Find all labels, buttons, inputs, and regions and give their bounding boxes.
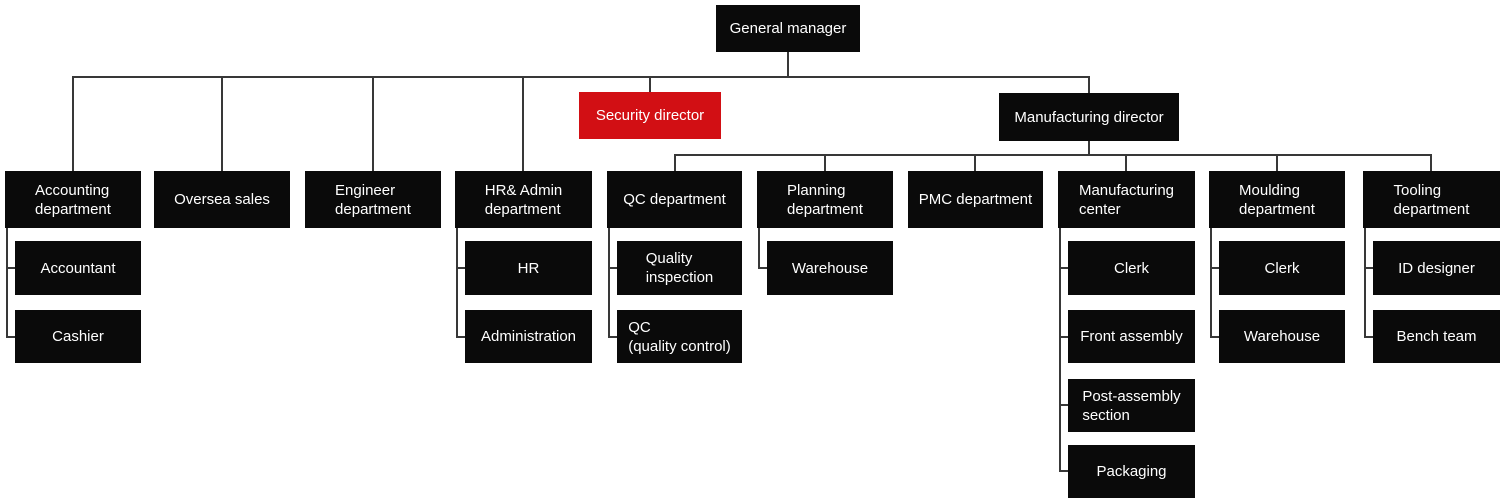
connector-manufacturing-center-stub-2	[1059, 336, 1068, 338]
node-front-assembly-label: Front assembly	[1080, 328, 1183, 345]
connector-drop-security-director	[649, 76, 651, 92]
node-administration: Administration	[465, 310, 592, 363]
node-manufacturing-center-label: Manufacturing center	[1078, 181, 1175, 218]
connector-drop-qc	[674, 154, 676, 171]
node-manufacturing-clerk: Clerk	[1068, 241, 1195, 295]
node-cashier-label: Cashier	[52, 328, 104, 345]
node-bench-team-label: Bench team	[1396, 328, 1477, 345]
connector-md-rail	[674, 154, 1432, 156]
connector-qc-stub-2	[608, 336, 617, 338]
connector-main-rail	[72, 76, 1090, 78]
node-security-director: Security director	[579, 92, 721, 139]
node-moulding-clerk-label: Clerk	[1264, 259, 1300, 277]
node-planning-department-label: Planning department	[787, 181, 863, 218]
node-id-designer-label: ID designer	[1398, 259, 1475, 277]
connector-accounting-stub-2	[6, 336, 15, 338]
connector-drop-tooling	[1430, 154, 1432, 171]
node-qc-quality-control: QC (quality control)	[617, 310, 742, 363]
node-qc-quality-control-label: QC (quality control)	[628, 318, 731, 355]
connector-tooling-stub-1	[1364, 267, 1373, 269]
connector-planning-stub-1	[758, 267, 767, 269]
node-qc-department-label: QC department	[623, 191, 726, 208]
connector-drop-hr-admin	[522, 76, 524, 171]
connector-hr-admin-stub-1	[456, 267, 465, 269]
node-hr: HR	[465, 241, 592, 295]
connector-drop-oversea-sales	[221, 76, 223, 171]
node-cashier: Cashier	[15, 310, 141, 363]
node-general-manager: General manager	[716, 5, 860, 52]
node-bench-team: Bench team	[1373, 310, 1500, 363]
node-tooling-department-label: Tooling department	[1393, 181, 1470, 218]
node-packaging: Packaging	[1068, 445, 1195, 498]
node-planning-warehouse: Warehouse	[767, 241, 893, 295]
connector-tooling-stub-2	[1364, 336, 1373, 338]
connector-planning-elbow	[758, 228, 760, 269]
node-hr-admin-department: HR& Admin department	[455, 171, 592, 228]
connector-drop-moulding	[1276, 154, 1278, 171]
node-planning-warehouse-label: Warehouse	[791, 259, 869, 277]
node-accountant: Accountant	[15, 241, 141, 295]
node-accounting-department-label: Accounting department	[35, 181, 111, 218]
node-manufacturing-director-label: Manufacturing director	[1014, 108, 1164, 126]
node-qc-department: QC department	[607, 171, 742, 228]
node-manufacturing-director: Manufacturing director	[999, 93, 1179, 141]
connector-drop-manufacturing-center	[1125, 154, 1127, 171]
node-post-assembly-section-label: Post-assembly section	[1082, 387, 1181, 424]
connector-manufacturing-center-stub-4	[1059, 470, 1068, 472]
node-front-assembly: Front assembly	[1068, 310, 1195, 363]
node-moulding-department: Moulding department	[1209, 171, 1345, 228]
node-hr-admin-department-label: HR& Admin department	[484, 181, 563, 218]
connector-drop-engineer	[372, 76, 374, 171]
connector-drop-planning	[824, 154, 826, 171]
connector-qc-stub-1	[608, 267, 617, 269]
node-general-manager-label: General manager	[729, 20, 847, 37]
node-hr-label: HR	[517, 259, 540, 277]
node-manufacturing-center: Manufacturing center	[1058, 171, 1195, 228]
node-pmc-department: PMC department	[908, 171, 1043, 228]
node-moulding-department-label: Moulding department	[1239, 181, 1315, 218]
connector-moulding-elbow	[1210, 228, 1212, 338]
connector-tooling-elbow	[1364, 228, 1366, 338]
node-manufacturing-clerk-label: Clerk	[1113, 259, 1149, 277]
connector-manufacturing-center-elbow	[1059, 228, 1061, 472]
node-engineer-department-label: Engineer department	[335, 181, 411, 218]
connector-md-stem	[1088, 141, 1090, 155]
node-oversea-sales: Oversea sales	[154, 171, 290, 228]
node-oversea-sales-label: Oversea sales	[174, 191, 270, 208]
node-pmc-department-label: PMC department	[918, 191, 1033, 208]
connector-accounting-stub-1	[6, 267, 15, 269]
node-moulding-warehouse-label: Warehouse	[1243, 328, 1321, 345]
node-moulding-warehouse: Warehouse	[1219, 310, 1345, 363]
node-administration-label: Administration	[480, 328, 577, 345]
node-tooling-department: Tooling department	[1363, 171, 1500, 228]
connector-moulding-stub-2	[1210, 336, 1219, 338]
connector-moulding-stub-1	[1210, 267, 1219, 269]
connector-manufacturing-center-stub-1	[1059, 267, 1068, 269]
connector-gm-stem	[787, 52, 789, 77]
connector-hr-admin-elbow	[456, 228, 458, 338]
connector-manufacturing-center-stub-3	[1059, 404, 1068, 406]
connector-qc-elbow	[608, 228, 610, 338]
node-post-assembly-section: Post-assembly section	[1068, 379, 1195, 432]
node-security-director-label: Security director	[595, 107, 705, 124]
node-accounting-department: Accounting department	[5, 171, 141, 228]
connector-accounting-elbow	[6, 228, 8, 338]
node-packaging-label: Packaging	[1096, 463, 1167, 480]
connector-drop-accounting	[72, 76, 74, 171]
node-planning-department: Planning department	[757, 171, 893, 228]
connector-hr-admin-stub-2	[456, 336, 465, 338]
connector-drop-manufacturing-director	[1088, 76, 1090, 93]
node-id-designer: ID designer	[1373, 241, 1500, 295]
connector-drop-pmc	[974, 154, 976, 171]
node-engineer-department: Engineer department	[305, 171, 441, 228]
node-quality-inspection-label: Quality inspection	[645, 250, 714, 286]
node-moulding-clerk: Clerk	[1219, 241, 1345, 295]
node-quality-inspection: Quality inspection	[617, 241, 742, 295]
node-accountant-label: Accountant	[40, 259, 116, 277]
